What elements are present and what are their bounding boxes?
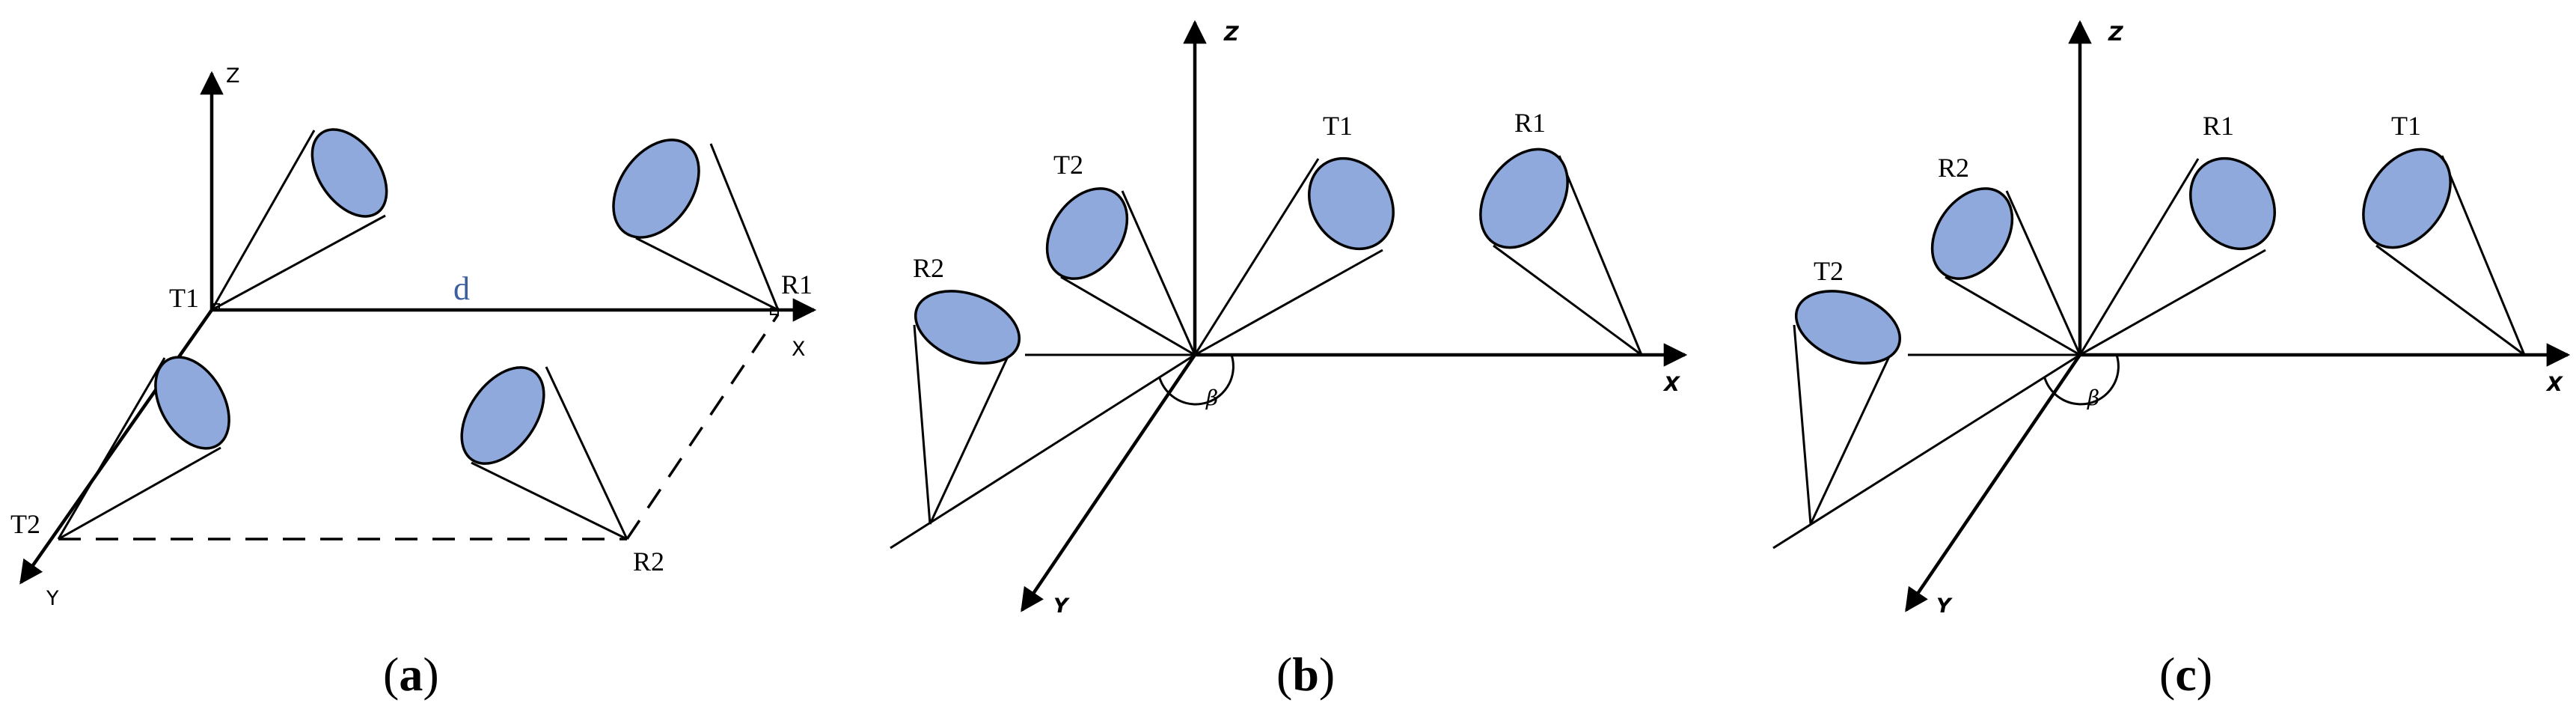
panel-a: Z X Y T1 bbox=[10, 64, 817, 701]
antenna-r1 bbox=[1479, 147, 1643, 356]
y-axis bbox=[1905, 353, 2081, 612]
antenna-t2 bbox=[57, 356, 230, 541]
antenna-t2 bbox=[1045, 187, 1196, 356]
antenna-t2 bbox=[1793, 290, 1902, 525]
antenna-t1 bbox=[1193, 156, 1395, 356]
antenna-r2 bbox=[460, 366, 628, 541]
label-r1: R1 bbox=[1514, 108, 1546, 138]
z-axis-label: Z bbox=[226, 64, 240, 88]
label-t2: T2 bbox=[1053, 150, 1083, 180]
label-r2: R2 bbox=[1938, 153, 1969, 183]
beta-arc bbox=[2043, 354, 2120, 406]
label-r1: R1 bbox=[781, 270, 813, 299]
antenna-r2 bbox=[913, 290, 1021, 525]
caption-b: (b) bbox=[1276, 648, 1335, 701]
caption-a: (a) bbox=[383, 648, 439, 701]
label-t1: T1 bbox=[2391, 111, 2421, 141]
x-axis-label: X bbox=[1662, 373, 1680, 396]
beta-label: β bbox=[2087, 386, 2099, 410]
label-t2: T2 bbox=[10, 509, 40, 539]
antenna-r1 bbox=[2078, 156, 2276, 356]
antenna-t1 bbox=[210, 128, 388, 311]
y-axis-label: Y bbox=[46, 587, 59, 610]
label-r1: R1 bbox=[2203, 111, 2234, 141]
x-axis-label: X bbox=[2545, 373, 2563, 396]
y-axis-label: Y bbox=[1936, 594, 1953, 618]
label-t2: T2 bbox=[1814, 256, 1844, 286]
rotated-axis bbox=[890, 353, 1196, 550]
z-axis-label: Z bbox=[1223, 22, 1239, 46]
y-axis bbox=[19, 308, 213, 585]
x-axis-label: X bbox=[792, 338, 806, 361]
caption-c: (c) bbox=[2159, 648, 2212, 701]
panel-c: β Z X Y R1 T1 R2 T2 bbox=[1772, 19, 2571, 701]
beta-arc bbox=[1158, 354, 1235, 406]
y-axis-label: Y bbox=[1053, 594, 1070, 618]
antenna-r1 bbox=[612, 139, 780, 311]
panel-b: β Z X Y T1 R1 T2 R2 bbox=[890, 19, 1688, 701]
label-r2: R2 bbox=[633, 547, 664, 576]
antenna-r2 bbox=[1930, 187, 2081, 356]
label-r2: R2 bbox=[913, 253, 944, 283]
antenna-t1 bbox=[2362, 147, 2526, 356]
label-t1: T1 bbox=[169, 283, 199, 313]
label-distance: d bbox=[453, 270, 470, 307]
dashed-edge-r2-r1 bbox=[625, 314, 780, 540]
beta-label: β bbox=[1205, 386, 1218, 410]
rotated-axis bbox=[1772, 353, 2081, 550]
label-t1: T1 bbox=[1323, 111, 1353, 141]
z-axis-label: Z bbox=[2108, 22, 2123, 46]
y-axis bbox=[1021, 353, 1196, 612]
